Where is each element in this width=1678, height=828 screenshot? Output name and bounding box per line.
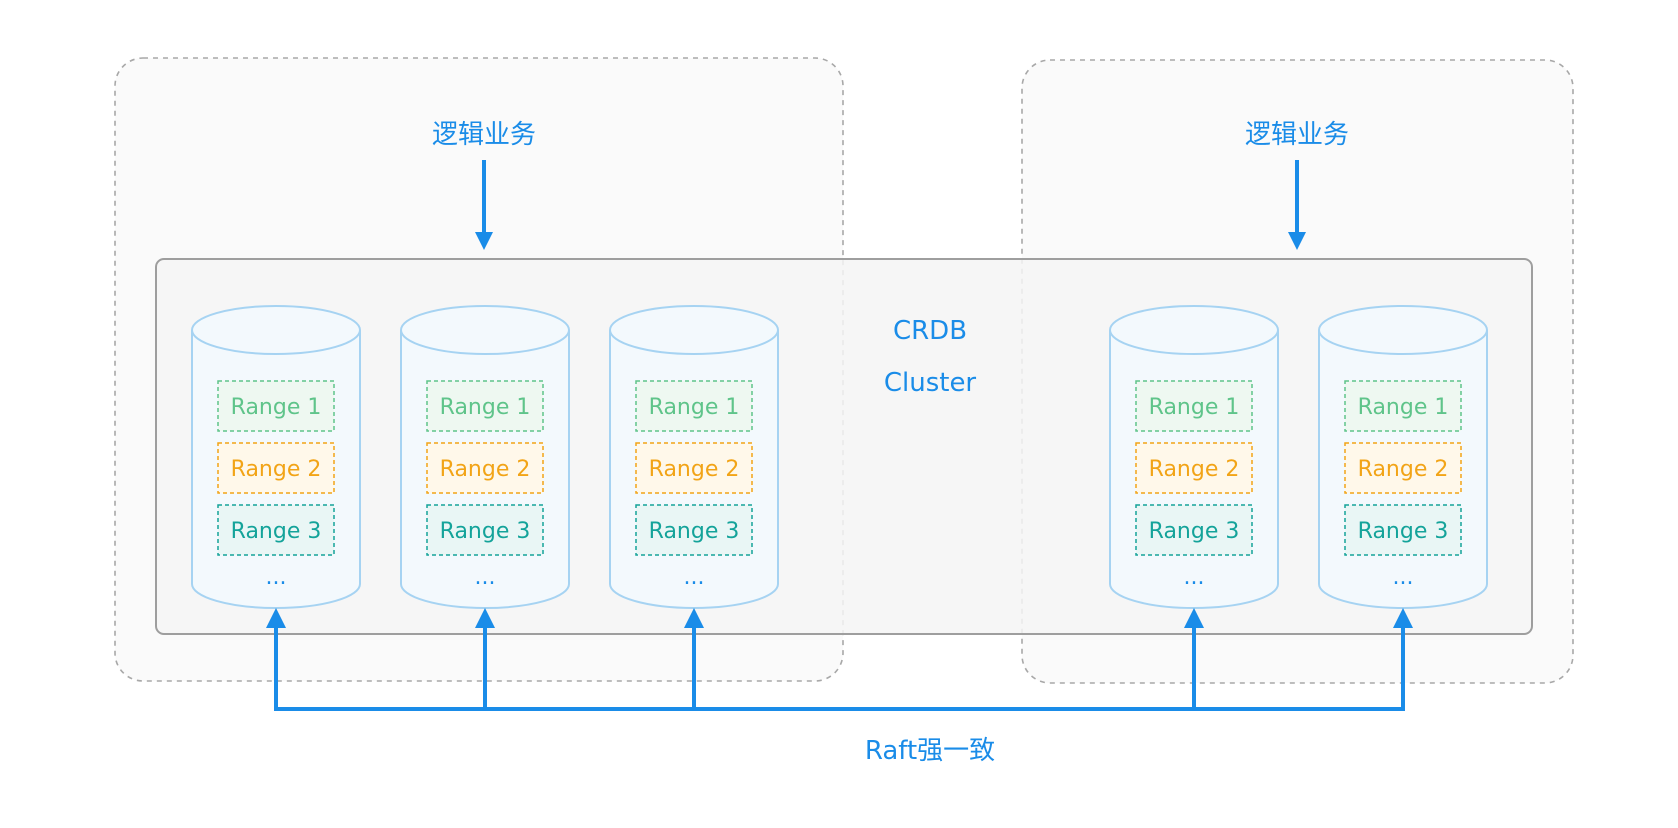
cylinder-top [400,305,570,355]
zone-left-arrow [475,160,493,250]
range-box [1344,380,1462,432]
range-label: Range 1 [1358,395,1449,420]
range-label: Range 1 [231,395,322,420]
range-2: Range 2 [1135,442,1253,494]
range-2: Range 2 [217,442,335,494]
raft-replication-lines [266,608,1413,711]
range-3: Range 3 [426,504,544,556]
node-cylinder: Range 1 Range 2 Range 3... [1318,305,1488,609]
more-ranges-ellipsis: ... [1184,565,1205,590]
range-box [426,380,544,432]
node-cylinder: Range 1 Range 2 Range 3... [609,305,779,609]
range-1: Range 1 [635,380,753,432]
range-box [1344,504,1462,556]
range-3: Range 3 [635,504,753,556]
more-ranges-ellipsis: ... [684,565,705,590]
range-label: Range 3 [1358,519,1449,544]
range-1: Range 1 [1135,380,1253,432]
range-3: Range 3 [217,504,335,556]
range-label: Range 3 [1149,519,1240,544]
range-label: Range 2 [231,457,322,482]
more-ranges-ellipsis: ... [1393,565,1414,590]
range-box [635,504,753,556]
cluster-label-line2: Cluster [884,368,977,398]
node-cylinder: Range 1 Range 2 Range 3... [191,305,361,609]
raft-arrow [475,608,495,711]
range-box [217,504,335,556]
range-2: Range 2 [1344,442,1462,494]
zone-right-arrow [1288,160,1306,250]
range-3: Range 3 [1344,504,1462,556]
range-box [217,380,335,432]
range-label: Range 2 [1149,457,1240,482]
range-label: Range 2 [1358,457,1449,482]
raft-arrow [1184,608,1204,711]
range-label: Range 3 [231,519,322,544]
range-box [426,442,544,494]
cylinder-top [1109,305,1279,355]
cylinder-top [609,305,779,355]
range-1: Range 1 [1344,380,1462,432]
zone-title-right: 逻辑业务 [1245,120,1349,150]
range-2: Range 2 [635,442,753,494]
range-box [1344,442,1462,494]
range-1: Range 1 [426,380,544,432]
range-1: Range 1 [217,380,335,432]
range-label: Range 1 [440,395,531,420]
range-box [635,380,753,432]
cylinder-top [1318,305,1488,355]
range-2: Range 2 [426,442,544,494]
cylinder-top [191,305,361,355]
range-label: Range 2 [440,457,531,482]
range-box [217,442,335,494]
raft-label: Raft强一致 [865,736,995,766]
raft-arrow [1393,608,1413,711]
range-label: Range 3 [440,519,531,544]
node-cylinder: Range 1 Range 2 Range 3... [1109,305,1279,609]
range-label: Range 3 [649,519,740,544]
range-label: Range 1 [649,395,740,420]
range-box [1135,380,1253,432]
cluster-label-line1: CRDB [893,316,967,346]
raft-arrow [684,608,704,711]
zone-title-left: 逻辑业务 [432,120,536,150]
node-cylinder: Range 1 Range 2 Range 3... [400,305,570,609]
range-3: Range 3 [1135,504,1253,556]
range-box [1135,504,1253,556]
range-box [426,504,544,556]
raft-arrow [266,608,286,711]
more-ranges-ellipsis: ... [266,565,287,590]
more-ranges-ellipsis: ... [475,565,496,590]
range-label: Range 2 [649,457,740,482]
range-label: Range 1 [1149,395,1240,420]
range-box [635,442,753,494]
range-box [1135,442,1253,494]
